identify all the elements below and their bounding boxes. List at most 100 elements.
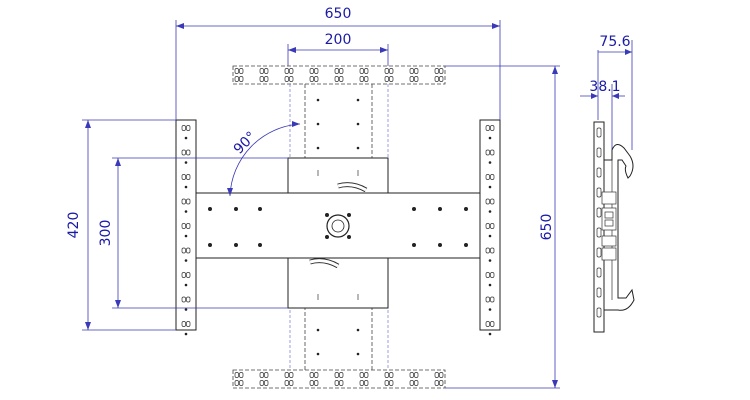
rail-slot	[485, 198, 495, 205]
rail-slot	[181, 125, 191, 131]
bottom-bracket	[232, 369, 446, 389]
bracket-slot	[284, 68, 294, 74]
side-view	[580, 40, 635, 333]
rail-hole	[488, 185, 492, 189]
rail-hole	[488, 332, 492, 336]
bracket-slot	[309, 372, 319, 378]
rail-slot	[181, 321, 191, 327]
rail-slot	[485, 247, 495, 254]
rail-slot	[485, 321, 495, 327]
column-hole	[356, 98, 360, 102]
column-hole	[316, 352, 320, 356]
column-hole	[356, 328, 360, 332]
rail-hole	[184, 308, 188, 311]
rail-hole	[184, 283, 188, 287]
dimension-side-depth-plate: 38.1	[589, 79, 620, 95]
vertical-dashed-column	[289, 84, 389, 370]
bar-hole	[464, 243, 468, 247]
column-hole	[356, 122, 360, 126]
rail-slot	[181, 223, 191, 229]
bracket-slot	[234, 68, 244, 74]
bracket-slot	[434, 68, 444, 74]
side-slot	[596, 207, 602, 218]
dimension-lines	[82, 20, 560, 389]
bar-hole	[208, 207, 212, 211]
bar-hole	[464, 207, 468, 211]
rail-hole	[488, 234, 492, 238]
dimension-side-depth-total: 75.6	[599, 34, 630, 50]
side-slot	[596, 127, 602, 138]
rail-hole	[184, 234, 188, 238]
bracket-slot	[359, 380, 369, 386]
rail-hole	[488, 210, 492, 213]
bracket-slot	[384, 76, 394, 82]
bracket-slot	[334, 372, 344, 378]
bracket-slot	[434, 372, 444, 378]
column-hole	[356, 146, 360, 150]
rail-hole	[488, 308, 492, 311]
rail-slot	[485, 223, 495, 229]
dimension-overall-height: 650	[539, 214, 555, 241]
bracket-slot	[234, 372, 244, 378]
bracket-slot	[434, 380, 444, 386]
bracket-slot	[234, 76, 244, 82]
bracket-slot	[284, 372, 294, 378]
bracket-slot	[334, 68, 344, 74]
bracket-slot	[409, 372, 419, 378]
rail-hole	[488, 259, 492, 262]
bracket-slot	[359, 372, 369, 378]
rail-hole	[184, 185, 188, 189]
rail-slot	[181, 198, 191, 205]
column-hole	[356, 352, 360, 356]
bracket-slot	[384, 372, 394, 378]
side-slot	[596, 167, 602, 178]
bracket-slot	[384, 380, 394, 386]
dimension-overall-width: 650	[325, 6, 352, 22]
column-hole	[316, 146, 320, 150]
side-slot	[596, 267, 602, 278]
rail-hole	[488, 136, 492, 140]
dimension-vesa-width: 200	[325, 32, 352, 48]
rail-hole	[184, 161, 188, 164]
bracket-slot	[309, 380, 319, 386]
dimension-vesa-height: 300	[98, 220, 114, 247]
rail-hole	[184, 332, 188, 336]
side-slot	[596, 307, 602, 318]
bracket-slot	[259, 76, 269, 82]
front-view	[175, 65, 501, 389]
rail-slot	[485, 296, 495, 303]
rail-hole	[488, 161, 492, 164]
bar-hole	[412, 207, 416, 211]
bracket-slot	[309, 68, 319, 74]
bracket-slot	[284, 380, 294, 386]
bracket-slot	[359, 68, 369, 74]
bracket-slot	[409, 380, 419, 386]
bracket-slot	[384, 68, 394, 74]
rail-hole	[184, 210, 188, 213]
side-slot	[596, 187, 602, 198]
bracket-slot	[434, 76, 444, 82]
left-rail	[175, 119, 197, 336]
column-hole	[316, 328, 320, 332]
rail-slot	[485, 125, 495, 131]
bracket-slot	[309, 76, 319, 82]
bracket-slot	[409, 68, 419, 74]
right-rail	[479, 119, 501, 336]
horizontal-bar	[195, 192, 481, 259]
side-slot	[596, 247, 602, 258]
rail-slot	[181, 296, 191, 303]
bar-hole	[208, 243, 212, 247]
bar-hole	[258, 207, 262, 211]
bar-hole	[234, 207, 238, 211]
column-hole	[316, 98, 320, 102]
bracket-slot	[334, 76, 344, 82]
bar-hole	[234, 243, 238, 247]
bracket-slot	[259, 380, 269, 386]
rotation-arrow	[227, 121, 301, 197]
rail-slot	[181, 247, 191, 254]
side-slot	[596, 227, 602, 238]
bar-hole	[258, 243, 262, 247]
rail-hole	[184, 259, 188, 262]
rail-slot	[181, 272, 191, 278]
